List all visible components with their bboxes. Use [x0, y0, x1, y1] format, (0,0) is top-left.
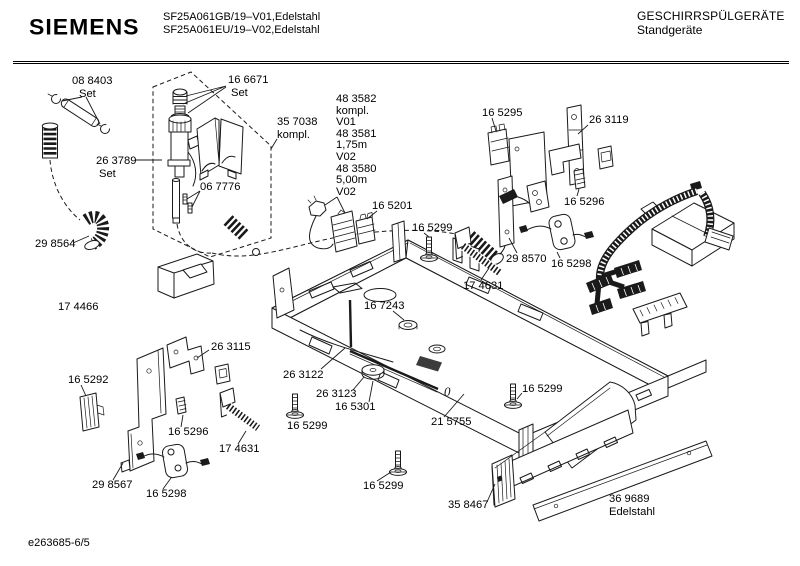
rack-17-4631-bottom: [219, 387, 261, 432]
part-label: 5,00m: [336, 174, 367, 186]
bracket-29-8567: [120, 347, 167, 473]
part-label: 08 8403: [72, 75, 112, 87]
part-label: 35 7038: [277, 116, 317, 128]
switch-16-5298-right: [519, 213, 594, 251]
part-label: 17 4631: [463, 280, 503, 292]
part-labels: 08 8403 Set 16 6671 Set 35 7038 kompl. 2…: [35, 74, 655, 518]
part-label: 16 5292: [68, 374, 108, 386]
part-label: 16 5298: [146, 488, 186, 500]
harness-connectors: [586, 227, 734, 337]
part-label: 36 9689: [609, 493, 649, 505]
clip-16-5296-right: [573, 168, 586, 190]
part-label: 26 3115: [211, 341, 251, 353]
kick-strip-36-9689: [532, 440, 713, 522]
cable-flag-bracket: [499, 180, 550, 213]
part-label: 29 8564: [35, 238, 75, 250]
part-label: kompl.: [336, 105, 369, 117]
part-label: kompl.: [277, 129, 310, 141]
part-label: 16 5295: [482, 107, 522, 119]
part-label: V02: [336, 186, 356, 198]
aquastop-unit-boundary: [152, 71, 272, 258]
power-cord-assembly: [307, 195, 376, 253]
category-line-1: GESCHIRRSPÜLGERÄTE: [637, 9, 785, 23]
part-label: V01: [336, 116, 356, 128]
part-label: 16 5299: [363, 480, 403, 492]
bracket-16-5295: [487, 123, 510, 166]
drain-hose-assembly: [41, 122, 506, 265]
part-label: 16 6671: [228, 74, 268, 86]
grommet-16-7243: [398, 320, 418, 330]
category-line-2: Standgeräte: [637, 22, 703, 37]
hose-piece-08-8403: [47, 93, 110, 134]
hose-elbow-29-8564: [81, 209, 111, 251]
rod-26-3123: [349, 349, 439, 393]
part-label: 26 3123: [316, 388, 356, 400]
part-label: 26 3122: [283, 369, 323, 381]
clip-16-5296-bottom: [175, 396, 187, 415]
part-label: 29 8567: [92, 479, 132, 491]
plinth-panel-35-8467: [491, 381, 637, 508]
hose-clamp-icon: [47, 93, 110, 134]
appliance-category: GESCHIRRSPÜLGERÄTE Standgeräte: [637, 9, 785, 37]
foot-disc-16-5301: [361, 364, 385, 380]
part-label: Set: [231, 87, 249, 99]
part-label: 29 8570: [506, 253, 546, 265]
leader-lines: [61, 85, 589, 503]
part-label: 48 3580: [336, 163, 376, 175]
bracket-cluster-top-right: [487, 104, 614, 248]
part-label: Set: [79, 88, 97, 100]
part-label: 06 7776: [200, 181, 240, 193]
part-label: 16 5299: [412, 222, 452, 234]
part-label: 1,75m: [336, 139, 367, 151]
bracket-17-4466: [157, 253, 215, 299]
valve-mounting-bracket: [196, 117, 244, 181]
part-label: Edelstahl: [609, 506, 655, 518]
model-line-2: SF25A061EU/19–V02,Edelstahl: [163, 23, 320, 36]
part-label: V02: [336, 151, 356, 163]
base-frame-21-5755: 0: [271, 220, 707, 464]
model-numbers: SF25A061GB/19–V01,Edelstahl SF25A061EU/1…: [163, 11, 320, 36]
part-label: 48 3581: [336, 128, 376, 140]
rack-17-4631-right: [454, 226, 503, 277]
siemens-logo: SIEMENS: [29, 14, 140, 40]
part-label: 48 3582: [336, 93, 376, 105]
part-label: 26 3789: [96, 155, 136, 167]
screw-bottom-left: [286, 393, 304, 419]
part-label: 35 8467: [448, 499, 488, 511]
switch-16-5298-bottom: [136, 443, 210, 479]
part-label: 16 5298: [551, 258, 591, 270]
part-label: 16 5201: [372, 200, 412, 212]
cord-connector-16-5201: [355, 212, 376, 245]
part-label: 16 5296: [168, 426, 208, 438]
part-label: 16 5296: [564, 196, 604, 208]
document-reference: e263685-6/5: [28, 537, 90, 549]
header-divider: [13, 61, 789, 64]
part-label: 16 5301: [335, 401, 375, 413]
part-label: 17 4631: [219, 443, 259, 455]
wiring-harness: [586, 181, 735, 337]
model-line-1: SF25A061GB/19–V01,Edelstahl: [163, 11, 321, 23]
part-label: 17 4466: [58, 301, 98, 313]
part-label: 26 3119: [589, 114, 629, 126]
bracket-26-3119: [548, 104, 614, 186]
molded-zero-marking: 0: [444, 384, 451, 399]
inlet-valve-assembly: [167, 88, 244, 224]
part-label: Set: [99, 168, 117, 180]
bracket-26-3115: [166, 336, 231, 385]
part-label: 21 5755: [431, 416, 471, 428]
panel-16-5292: [79, 392, 105, 432]
part-label: 16 5299: [287, 420, 327, 432]
part-label: 16 5299: [522, 383, 562, 395]
bottom-left-brackets: [79, 336, 261, 479]
screw-bottom-center: [389, 450, 407, 476]
part-label: 16 7243: [364, 300, 404, 312]
cord-clamp: [330, 209, 358, 253]
